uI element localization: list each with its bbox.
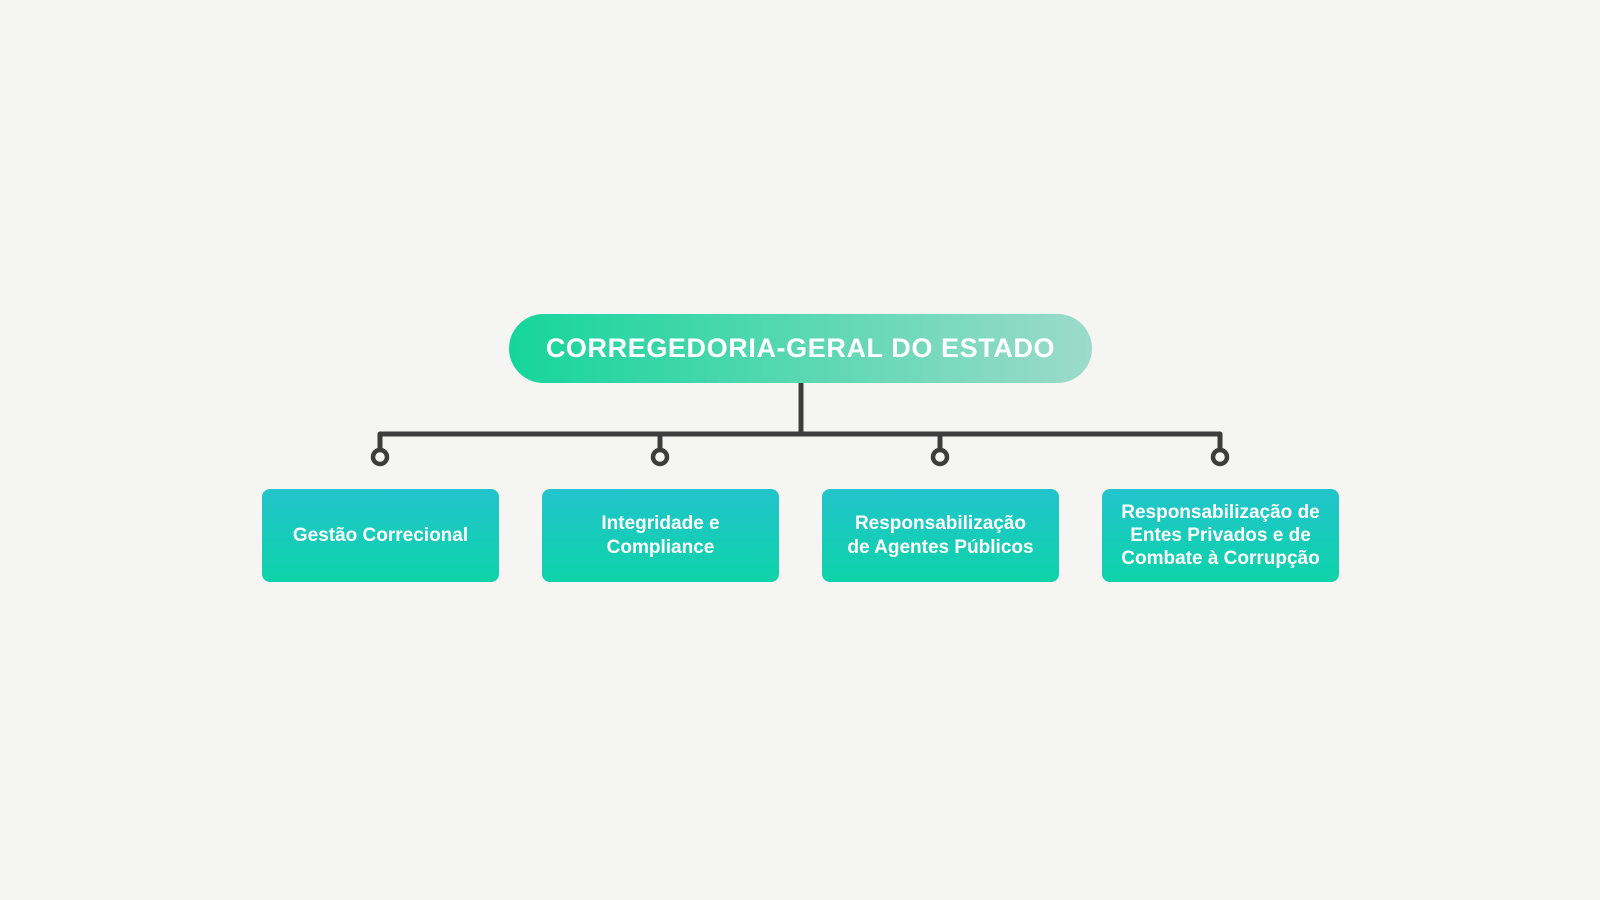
connector-junction-dot bbox=[1210, 447, 1230, 467]
connector-junction-dot bbox=[650, 447, 670, 467]
org-child-label: Responsabilização de Agentes Públicos bbox=[847, 513, 1034, 558]
org-child-node-integridade-compliance[interactable]: Integridade e Compliance bbox=[542, 489, 779, 582]
org-root-label: CORREGEDORIA-GERAL DO ESTADO bbox=[545, 333, 1056, 363]
org-root-node[interactable]: CORREGEDORIA-GERAL DO ESTADO bbox=[509, 314, 1092, 383]
org-child-label: Responsabilização de Entes Privados e de… bbox=[1121, 501, 1320, 570]
org-child-node-responsabilizacao-entes-privados[interactable]: Responsabilização de Entes Privados e de… bbox=[1102, 489, 1339, 582]
org-child-label: Integridade e Compliance bbox=[601, 513, 720, 558]
org-child-label: Gestão Correcional bbox=[292, 524, 469, 546]
connector-junction-dot bbox=[370, 447, 390, 467]
connector-junction-dot bbox=[930, 447, 950, 467]
org-child-node-gestao-correcional[interactable]: Gestão Correcional bbox=[262, 489, 499, 582]
org-child-node-responsabilizacao-agentes-publicos[interactable]: Responsabilização de Agentes Públicos bbox=[822, 489, 1059, 582]
connector-rail bbox=[377, 431, 1223, 451]
